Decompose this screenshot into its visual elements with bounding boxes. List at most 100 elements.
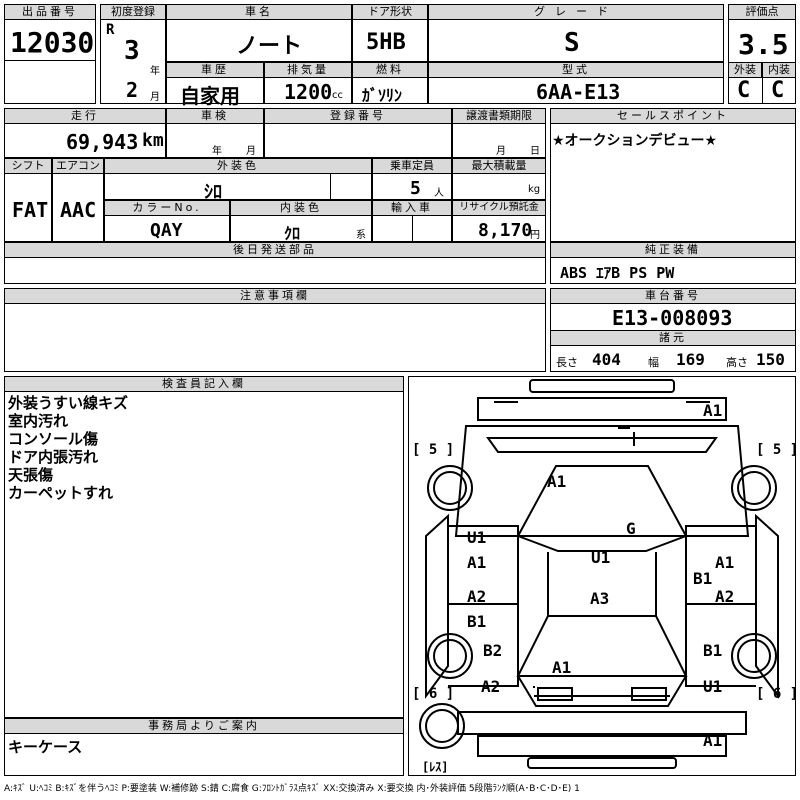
shift-label: シフト: [4, 158, 52, 174]
office-text: キーケース: [8, 738, 83, 756]
fuel: ｶﾞｿﾘﾝ: [362, 86, 403, 105]
inspector-line: 室内汚れ: [8, 412, 69, 430]
height: 150: [756, 350, 785, 369]
car-diagram: [419, 379, 779, 769]
mileage: 69,943: [66, 130, 139, 154]
tire-rear-right: [ 6 ]: [756, 686, 799, 702]
history: 自家用: [180, 84, 240, 108]
displacement-unit: cc: [332, 90, 343, 101]
tire-front-right: [ 5 ]: [756, 442, 799, 458]
reg-month: 2: [126, 78, 139, 102]
tire-rear-left: [ 6 ]: [412, 686, 455, 702]
recycle-unit: 円: [530, 230, 540, 241]
max-load-unit: kg: [528, 184, 541, 195]
damage-left-quarter: A2: [481, 677, 501, 696]
displacement-label: 排気量: [264, 62, 352, 78]
inspection-month-unit: 月: [246, 146, 256, 157]
damage-right-quarter: U1: [703, 677, 723, 696]
aircon-label: エアコン: [52, 158, 104, 174]
damage-roof: U1: [591, 548, 611, 567]
inspector-line: 天張傷: [8, 466, 54, 484]
sales-point: ★オークションデビュー★: [552, 133, 718, 149]
transfer-day-unit: 日: [530, 146, 540, 157]
capacity: 5: [410, 178, 421, 199]
car-name-label: 車名: [166, 4, 352, 20]
chassis-label: 車台番号: [550, 288, 796, 304]
reg-no-label: 登録番号: [264, 108, 452, 124]
door-label: ドア形状: [352, 4, 428, 20]
equipment: ABS ｴｱB PS PW: [560, 264, 675, 282]
color-no: QAY: [150, 220, 183, 241]
damage-hood: A1: [547, 472, 567, 491]
damage-front-glass: G: [626, 519, 636, 538]
ext-color: ｼﾛ: [204, 182, 222, 203]
first-reg-label: 初度登録: [100, 4, 166, 20]
score-label: 評価点: [728, 4, 796, 20]
inspection-year-unit: 年: [212, 146, 222, 157]
length-label: 長さ: [556, 356, 578, 369]
model-label: 型式: [428, 62, 724, 78]
import-label: 輸入車: [372, 200, 452, 216]
length: 404: [592, 350, 621, 369]
grade: S: [564, 28, 580, 58]
shift: FAT: [12, 198, 49, 222]
capacity-label: 乗車定員: [372, 158, 452, 174]
sales-point-box: [550, 108, 796, 242]
grade-label: グレード: [428, 4, 724, 20]
caution-label: 注意事項欄: [4, 288, 546, 304]
mileage-unit: km: [142, 130, 164, 151]
reg-year: 3: [124, 36, 140, 66]
damage-left-fender: A1: [467, 553, 487, 572]
lot-label: 出品番号: [4, 4, 96, 20]
spare-tire: [ﾚｽ]: [422, 760, 449, 774]
model: 6AA-E13: [536, 80, 621, 104]
inspector-line: コンソール傷: [8, 430, 99, 448]
recycle-label: リサイクル預託金: [452, 200, 546, 216]
mileage-label: 走行: [4, 108, 166, 124]
exterior-label: 外装: [728, 62, 762, 78]
width: 169: [676, 350, 705, 369]
int-color: ｸﾛ: [284, 224, 301, 243]
damage-legend: A:ｷｽﾞ U:ﾍｺﾐ B:ｷｽﾞを伴うﾍｺﾐ P:要塗装 W:補修跡 S:錆 …: [4, 784, 580, 794]
damage-left-front-door: B1: [467, 612, 487, 631]
sales-point-label: セールスポイント: [550, 108, 796, 124]
lot-number: 12030: [10, 26, 95, 59]
damage-right-fender: B1: [693, 569, 713, 588]
exterior-grade: C: [737, 78, 751, 103]
damage-right-rear-door: B1: [703, 641, 723, 660]
car-diagram-box: [408, 376, 796, 776]
height-label: 高さ: [726, 356, 748, 369]
inspection-label: 車検: [166, 108, 264, 124]
inspector-label: 検査員記入欄: [4, 376, 404, 392]
specs-label: 諸元: [550, 330, 796, 346]
damage-left-fender: U1: [467, 528, 487, 547]
damage-front-bumper: A1: [703, 401, 723, 420]
aircon: AAC: [60, 198, 97, 222]
damage-left-rear-door: B2: [483, 641, 503, 660]
lot-sub: [4, 60, 96, 104]
ext-color-label: 外装色: [104, 158, 372, 174]
interior-label: 内装: [762, 62, 796, 78]
history-label: 車歴: [166, 62, 264, 78]
fuel-label: 燃料: [352, 62, 428, 78]
transfer-month-unit: 月: [496, 146, 506, 157]
year-unit: 年: [150, 66, 160, 77]
damage-rear-bumper: A1: [703, 731, 723, 750]
int-color-unit: 系: [356, 230, 366, 241]
inspector-line: カーペットすれ: [8, 484, 114, 502]
damage-right-front-door: A2: [715, 587, 735, 606]
inspector-line: ドア内張汚れ: [8, 448, 99, 466]
inspector-line: 外装うすい線キズ: [8, 394, 129, 412]
recycle: 8,170: [478, 220, 533, 241]
door-type: 5HB: [366, 30, 406, 55]
era: R: [106, 22, 115, 38]
color-no-label: カラーNo.: [104, 200, 230, 216]
displacement: 1200: [284, 80, 333, 104]
equipment-label: 純正装備: [550, 242, 796, 258]
damage-rear-area: A3: [590, 589, 610, 608]
tire-front-left: [ 5 ]: [412, 442, 455, 458]
int-color-label: 内装色: [230, 200, 372, 216]
transfer-label: 譲渡書類期限: [452, 108, 546, 124]
damage-right-fender: A1: [715, 553, 735, 572]
capacity-unit: 人: [434, 188, 444, 199]
